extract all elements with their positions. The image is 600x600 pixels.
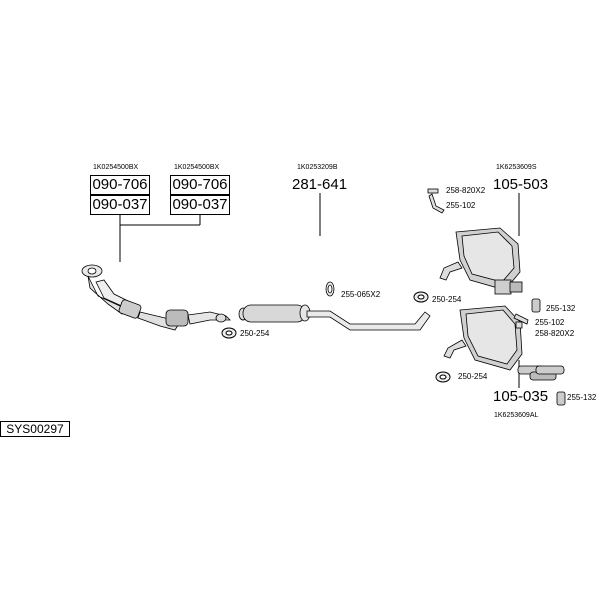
front-pipe-catalyst — [81, 264, 231, 331]
hanger-bottom-icon — [513, 313, 529, 329]
part-box-front-b1[interactable]: 090-706 — [170, 175, 230, 195]
part-box-front-a1[interactable]: 090-706 — [90, 175, 150, 195]
oe-number-left-2: 1K0254500BX — [174, 164, 220, 171]
clamp-front-icon — [221, 327, 237, 339]
part-number-middle[interactable]: 281-641 — [292, 176, 348, 193]
part-number-rear-bottom[interactable]: 105-035 — [493, 388, 549, 405]
label-ring-middle[interactable]: 255-065X2 — [341, 290, 381, 299]
label-clamp-bottom[interactable]: 250-254 — [458, 372, 488, 381]
rear-silencer-bottom — [443, 305, 565, 381]
part-number-rear-top[interactable]: 105-503 — [493, 176, 549, 193]
mount-bottom-icon — [556, 391, 566, 406]
clamp-bottom-icon — [435, 371, 451, 383]
part-box-front-b2[interactable]: 090-037 — [170, 195, 230, 215]
bracket-top-icon — [427, 188, 445, 214]
oe-number-rear-top: 1K6253609S — [496, 164, 537, 171]
oe-number-rear-bottom: 1K6253609AL — [494, 412, 539, 419]
label-hanger-bottom[interactable]: 255-102 — [535, 318, 565, 327]
oe-number-left-1: 1K0254500BX — [93, 164, 139, 171]
clamp-middle-icon — [413, 291, 429, 303]
label-clamp-front[interactable]: 250-254 — [240, 329, 270, 338]
label-bracket-top[interactable]: 258-820X2 — [446, 186, 486, 195]
label-clamp-middle[interactable]: 250-254 — [432, 295, 462, 304]
rear-silencer-top — [439, 227, 523, 295]
mount-top-icon — [531, 298, 541, 313]
label-mount-bottom[interactable]: 255-132 — [567, 393, 597, 402]
part-box-front-a2[interactable]: 090-037 — [90, 195, 150, 215]
label-mount-top[interactable]: 255-132 — [546, 304, 576, 313]
middle-silencer — [238, 304, 431, 331]
label-bracket-bottom[interactable]: 258-820X2 — [535, 329, 575, 338]
ring-middle-icon — [325, 281, 335, 297]
oe-number-middle: 1K0253209B — [297, 164, 338, 171]
system-code-box: SYS00297 — [0, 421, 70, 437]
label-hanger-top[interactable]: 255-102 — [446, 201, 476, 210]
